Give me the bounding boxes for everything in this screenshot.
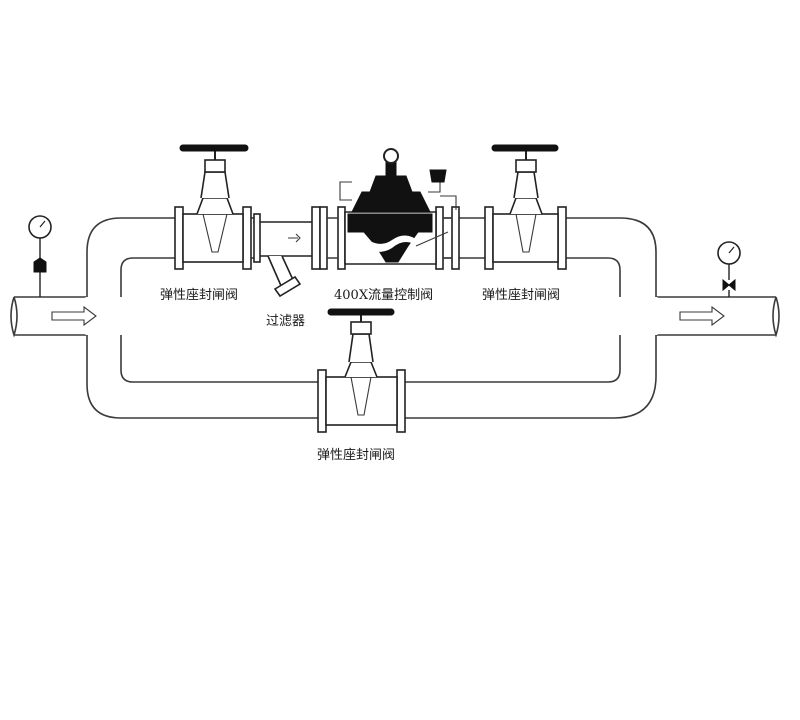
label-flow-control-valve: 400X流量控制阀 bbox=[334, 288, 433, 303]
label-gate-valve-left: 弹性座封闸阀 bbox=[160, 288, 238, 303]
gate-valve-bypass bbox=[317, 308, 406, 433]
gate-valve-right bbox=[484, 144, 567, 270]
label-gate-valve-right: 弹性座封闸阀 bbox=[482, 288, 560, 303]
strainer bbox=[253, 206, 321, 298]
label-gate-valve-bypass: 弹性座封闸阀 bbox=[317, 448, 395, 463]
flow-control-valve bbox=[319, 148, 460, 270]
label-strainer: 过滤器 bbox=[266, 314, 305, 329]
pressure-gauge-icon bbox=[28, 215, 52, 297]
right-arrow-icon bbox=[51, 305, 97, 327]
gate-valve-left bbox=[174, 144, 252, 270]
right-arrow-icon bbox=[679, 305, 725, 327]
pressure-gauge-icon bbox=[717, 241, 741, 297]
